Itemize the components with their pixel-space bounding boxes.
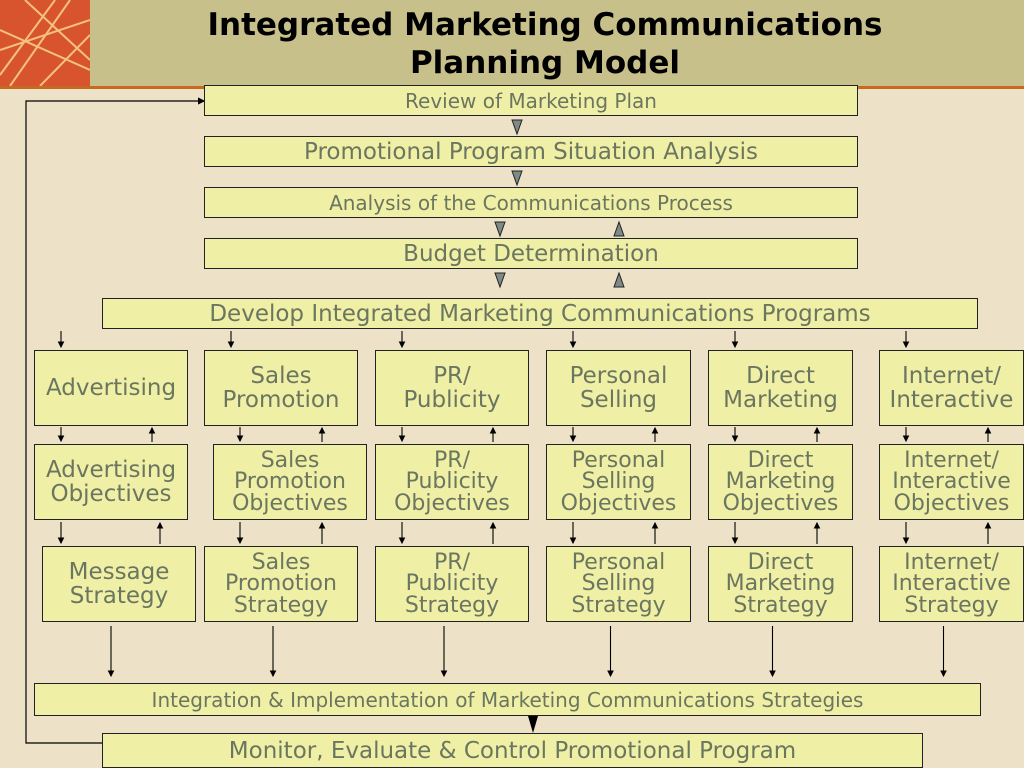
program-0-objectives-line-1: Objectives xyxy=(50,481,172,507)
monitor-evaluate-label: Monitor, Evaluate & Control Promotional … xyxy=(228,737,797,764)
program-3-objectives-line-0: Personal xyxy=(571,447,666,473)
arrow-communications-to-budget-down xyxy=(494,221,506,238)
program-3-objectives-line-1: Selling xyxy=(581,469,656,495)
program-4-strategy-line-0: Direct xyxy=(747,549,814,575)
program-2-area-line-1: Publicity xyxy=(403,387,501,413)
title-line-1: Integrated Marketing Communications xyxy=(207,7,883,43)
program-5-area-line-1: Interactive xyxy=(889,387,1014,413)
program-2-objectives-line-1: Publicity xyxy=(405,469,499,495)
program-5-strategy-line-1: Interactive xyxy=(892,571,1011,597)
program-0-objectives-line-0: Advertising xyxy=(45,456,177,483)
integration-implementation-box: Integration & Implementation of Marketin… xyxy=(34,683,981,716)
program-5-area-line-0: Internet/ xyxy=(901,362,1002,389)
arrow-budget-to-communications-up xyxy=(613,220,625,237)
program-2-area-line-0: PR/ xyxy=(433,362,471,389)
program-3-strategy-line-0: Personal xyxy=(571,549,666,575)
program-3-area-line-1: Selling xyxy=(579,387,658,413)
program-1-objectives-line-1: Promotion xyxy=(234,469,346,495)
program-4-objectives-line-0: Direct xyxy=(747,447,814,473)
situation-analysis-box: Promotional Program Situation Analysis xyxy=(204,136,858,167)
situation-analysis-label: Promotional Program Situation Analysis xyxy=(304,138,758,165)
program-0-area-line-0: Advertising xyxy=(45,374,177,401)
budget-determination-box: Budget Determination xyxy=(204,238,858,269)
program-5-strategy-line-0: Internet/ xyxy=(904,549,999,575)
logo-lines-icon xyxy=(0,0,90,86)
program-2-area-box: PR/Publicity xyxy=(375,350,529,426)
program-4-objectives-line-2: Objectives xyxy=(722,490,839,516)
arrow-budget-to-develop-down xyxy=(494,272,506,289)
program-5-area-box: Internet/Interactive xyxy=(879,350,1024,426)
program-1-area-line-0: Sales xyxy=(250,362,312,389)
program-1-objectives-line-2: Objectives xyxy=(232,490,348,516)
communications-process-label: Analysis of the Communications Process xyxy=(329,190,733,215)
program-0-strategy-line-0: Message xyxy=(68,558,170,585)
budget-determination-label: Budget Determination xyxy=(403,240,659,267)
program-3-objectives-line-2: Objectives xyxy=(560,490,677,516)
program-3-area-line-0: Personal xyxy=(569,362,668,389)
program-5-objectives-line-1: Interactive xyxy=(892,469,1011,495)
arrow-integration-to-monitor xyxy=(528,716,538,733)
program-5-objectives-line-0: Internet/ xyxy=(904,447,999,473)
program-4-area-line-1: Marketing xyxy=(723,387,838,413)
program-4-objectives-line-1: Marketing xyxy=(725,469,836,495)
program-1-strategy-line-1: Promotion xyxy=(225,571,337,597)
header-band xyxy=(0,0,1024,86)
program-2-objectives-line-0: PR/ xyxy=(434,447,470,473)
arrow-situation-to-communications xyxy=(511,170,523,187)
arrow-review-to-situation xyxy=(511,119,523,136)
arrow-develop-to-budget-up xyxy=(613,271,625,288)
program-2-strategy-line-0: PR/ xyxy=(434,549,470,575)
page-title: Integrated Marketing Communications Plan… xyxy=(100,6,990,82)
program-5-objectives-line-2: Objectives xyxy=(893,490,1010,516)
logo-graphic xyxy=(0,0,90,86)
program-3-strategy-line-2: Strategy xyxy=(571,592,666,618)
program-4-area-line-0: Direct xyxy=(746,362,815,389)
review-marketing-plan-label: Review of Marketing Plan xyxy=(405,88,657,113)
monitor-evaluate-box: Monitor, Evaluate & Control Promotional … xyxy=(102,733,923,768)
program-4-strategy-line-2: Strategy xyxy=(733,592,828,618)
integration-implementation-label: Integration & Implementation of Marketin… xyxy=(151,687,864,712)
develop-programs-box: Develop Integrated Marketing Communicati… xyxy=(102,298,978,329)
program-0-strategy-line-1: Strategy xyxy=(69,583,169,609)
communications-process-box: Analysis of the Communications Process xyxy=(204,187,858,218)
program-4-strategy-line-1: Marketing xyxy=(725,571,836,597)
develop-programs-label: Develop Integrated Marketing Communicati… xyxy=(209,300,871,327)
program-3-strategy-line-1: Selling xyxy=(581,571,656,597)
review-marketing-plan-box: Review of Marketing Plan xyxy=(204,85,858,116)
program-1-strategy-line-2: Strategy xyxy=(233,592,329,618)
program-2-strategy-line-1: Publicity xyxy=(405,571,499,597)
program-2-strategy-line-2: Strategy xyxy=(404,592,500,618)
program-2-objectives-line-2: Objectives xyxy=(394,490,510,516)
program-0-area-box: Advertising xyxy=(34,350,188,426)
title-line-2: Planning Model xyxy=(409,45,681,81)
program-5-strategy-line-2: Strategy xyxy=(904,592,999,618)
program-1-objectives-line-0: Sales xyxy=(260,447,320,473)
program-1-area-line-1: Promotion xyxy=(222,387,340,413)
program-1-strategy-line-0: Sales xyxy=(251,549,311,575)
